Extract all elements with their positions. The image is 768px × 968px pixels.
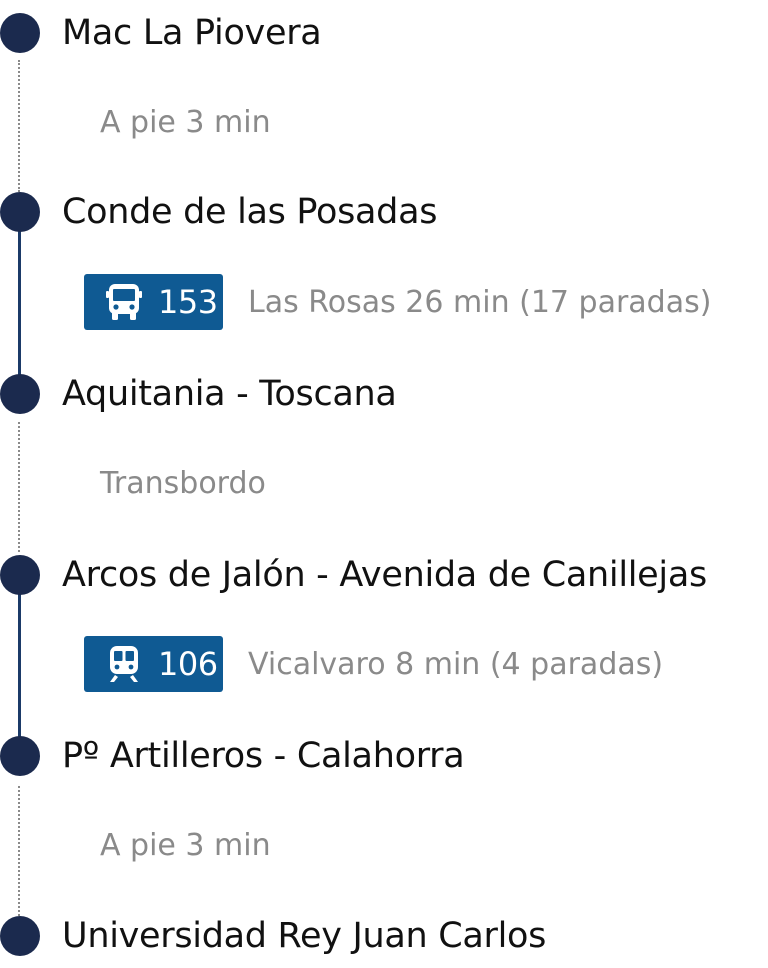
transit-connector	[18, 212, 21, 380]
stop-name: Universidad Rey Juan Carlos	[62, 916, 547, 956]
bus-icon	[106, 284, 142, 320]
stop-dot	[0, 192, 40, 232]
stop-dot	[0, 736, 40, 776]
walk-leg-text: A pie 3 min	[100, 828, 271, 863]
stop-name: Mac La Piovera	[62, 13, 322, 53]
bus-leg-description: Las Rosas 26 min (17 paradas)	[248, 285, 712, 320]
train-leg-description: Vicalvaro 8 min (4 paradas)	[248, 647, 664, 682]
stop-name: Arcos de Jalón - Avenida de Canillejas	[62, 555, 707, 595]
stop-name: Conde de las Posadas	[62, 192, 438, 232]
stop-name: Aquitania - Toscana	[62, 374, 397, 414]
route-number: 153	[158, 283, 218, 321]
transit-connector	[18, 574, 21, 744]
bus-route-badge[interactable]: 153	[84, 274, 223, 330]
stop-name: Pº Artilleros - Calahorra	[62, 736, 465, 776]
train-icon	[110, 646, 138, 682]
train-route-badge[interactable]: 106	[84, 636, 223, 692]
transfer-connector	[18, 422, 20, 552]
transfer-leg-text: Transbordo	[100, 466, 266, 501]
stop-dot	[0, 13, 40, 53]
walk-leg-text: A pie 3 min	[100, 105, 271, 140]
stop-dot	[0, 555, 40, 595]
stop-dot	[0, 374, 40, 414]
route-number: 106	[158, 645, 218, 683]
stop-dot	[0, 916, 40, 956]
walk-connector	[18, 786, 20, 916]
walk-connector	[18, 60, 20, 192]
